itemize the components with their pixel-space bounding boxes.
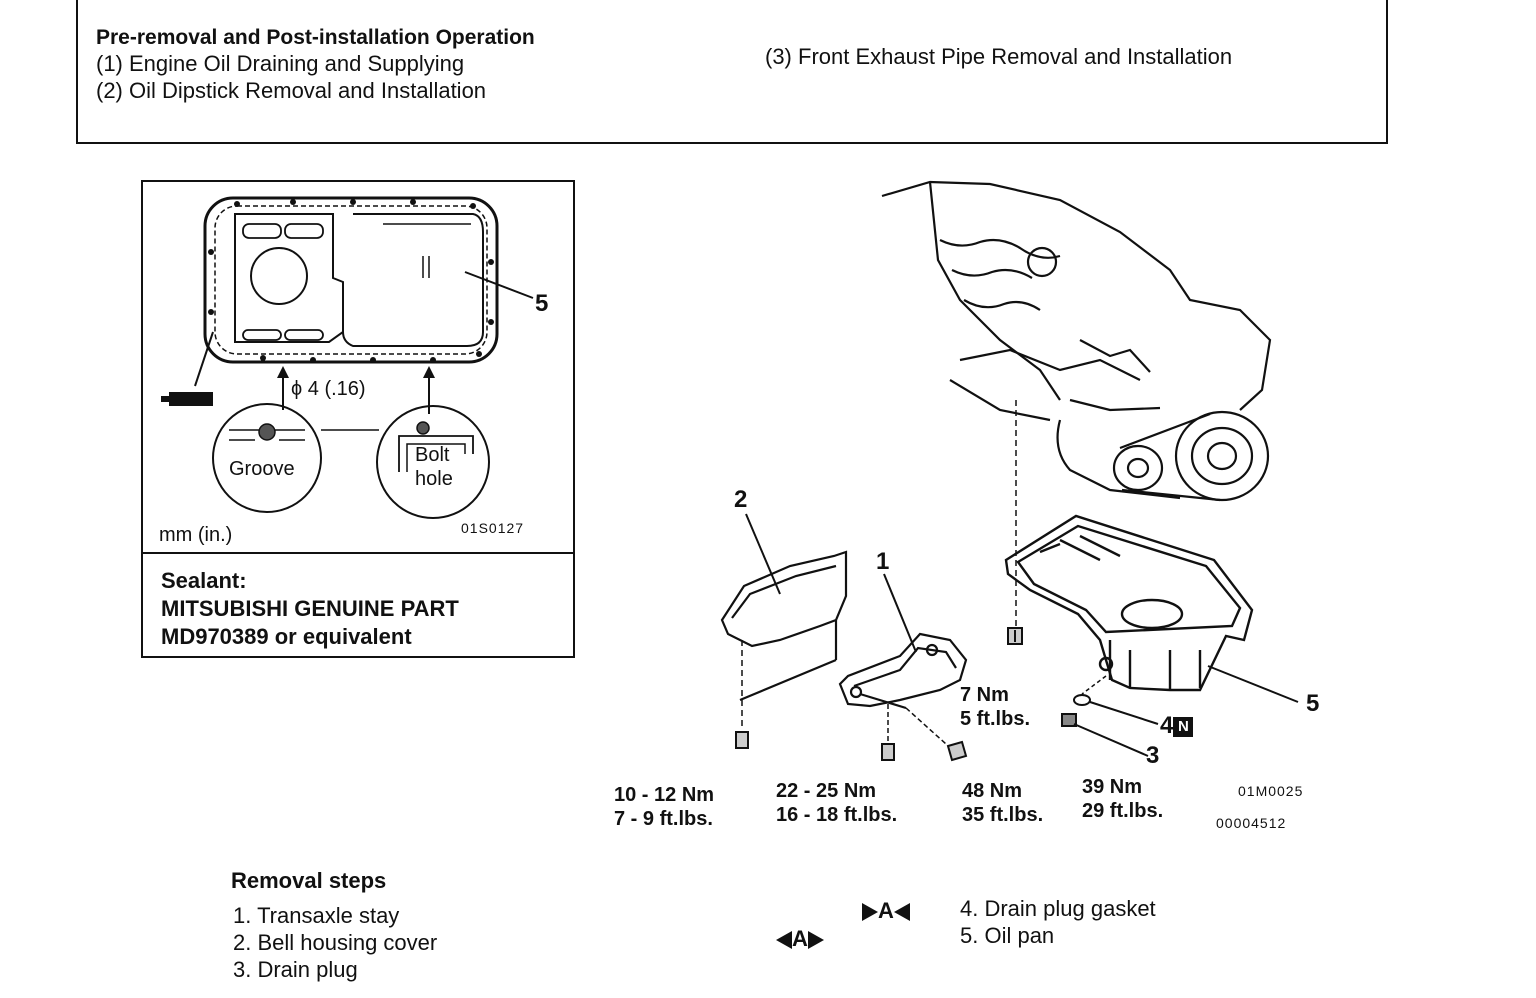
torque-stay-bolt-ftlbs: 35 ft.lbs. bbox=[962, 804, 1044, 826]
installation-marker-a: A bbox=[862, 898, 910, 924]
marker-arrow-left-icon bbox=[776, 931, 792, 950]
bolt-hole-label-line2: hole bbox=[415, 468, 453, 490]
removal-step-5: 5. Oil pan bbox=[960, 923, 1055, 948]
pre-removal-item-3: (3) Front Exhaust Pipe Removal and Insta… bbox=[765, 44, 1233, 69]
callout-5: 5 bbox=[1306, 690, 1320, 717]
callout-1: 1 bbox=[876, 548, 890, 575]
sealant-part-line2: MD970389 or equivalent bbox=[161, 624, 412, 649]
groove-label: Groove bbox=[229, 458, 295, 480]
torque-stay-ftlbs: 16 - 18 ft.lbs. bbox=[776, 804, 898, 826]
oil-pan-top-view-drawing bbox=[161, 196, 534, 519]
removal-step-4: 4. Drain plug gasket bbox=[960, 896, 1156, 921]
figure-code-1: 01M0025 bbox=[1238, 783, 1304, 799]
units-label: mm (in.) bbox=[159, 524, 233, 546]
removal-step-1: 1. Transaxle stay bbox=[233, 903, 400, 928]
sealant-inset-box: 5 ϕ 4 (.16) Groove Bolt hole mm (in.) 01… bbox=[141, 180, 575, 658]
pre-removal-box bbox=[76, 0, 1388, 144]
sealant-divider bbox=[143, 552, 573, 554]
inset-callout-5: 5 bbox=[535, 290, 549, 317]
torque-bell-housing-ftlbs: 7 - 9 ft.lbs. bbox=[614, 808, 713, 830]
new-part-badge: N bbox=[1173, 716, 1194, 737]
callout-4-number: 4 bbox=[1160, 712, 1174, 739]
torque-stay-nm: 22 - 25 Nm bbox=[776, 780, 877, 802]
marker-arrow-right-icon bbox=[807, 931, 824, 950]
bolt-hole-label-line1: Bolt bbox=[415, 444, 450, 466]
sealant-part-line1: MITSUBISHI GENUINE PART bbox=[161, 596, 459, 621]
diameter-label: ϕ 4 (.16) bbox=[291, 378, 366, 400]
callout-3: 3 bbox=[1146, 742, 1160, 769]
callout-2: 2 bbox=[734, 486, 748, 513]
torque-drain-plug-ftlbs: 29 ft.lbs. bbox=[1082, 800, 1164, 822]
torque-bell-housing-nm: 10 - 12 Nm bbox=[614, 784, 715, 806]
removal-marker-a: A bbox=[776, 926, 824, 952]
pre-removal-title: Pre-removal and Post-installation Operat… bbox=[96, 26, 535, 49]
marker-arrow-left-icon bbox=[893, 903, 910, 922]
removal-steps-title: Removal steps bbox=[231, 868, 387, 893]
figure-code-2: 00004512 bbox=[1216, 815, 1287, 831]
torque-oil-pan-ftlbs: 5 ft.lbs. bbox=[960, 708, 1031, 730]
torque-oil-pan-nm: 7 Nm bbox=[960, 684, 1009, 706]
sealant-label: Sealant: bbox=[161, 568, 247, 593]
removal-step-2: 2. Bell housing cover bbox=[233, 930, 438, 955]
torque-stay-bolt-nm: 48 Nm bbox=[962, 780, 1023, 802]
removal-step-3: 3. Drain plug bbox=[233, 957, 358, 982]
pre-removal-item-2: (2) Oil Dipstick Removal and Installatio… bbox=[96, 78, 487, 103]
marker-arrow-right-icon bbox=[862, 903, 878, 922]
pre-removal-item-1: (1) Engine Oil Draining and Supplying bbox=[96, 51, 465, 76]
inset-figure-code: 01S0127 bbox=[461, 520, 525, 536]
torque-drain-plug-nm: 39 Nm bbox=[1082, 776, 1143, 798]
